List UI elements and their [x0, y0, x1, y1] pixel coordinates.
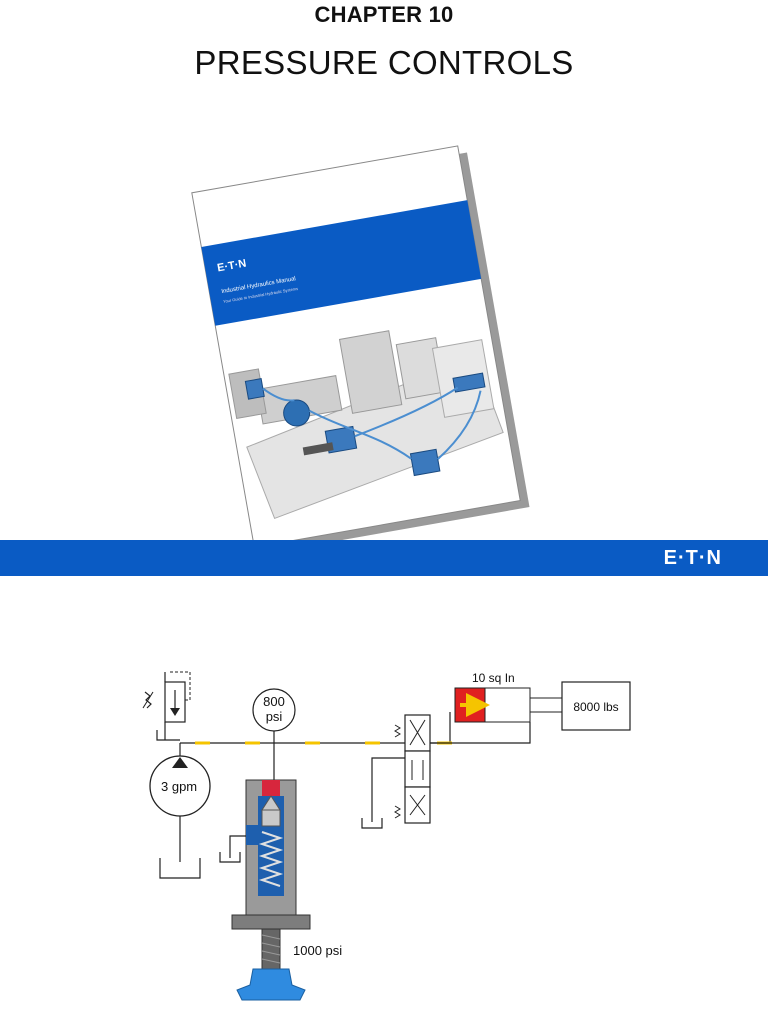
- pump-symbol: 3 gpm: [149, 755, 211, 879]
- load-block: 8000 lbs: [561, 681, 631, 731]
- directional-valve-symbol: [361, 714, 431, 829]
- book-logo: E·T·N: [216, 258, 247, 275]
- hydraulic-circuit-diagram: 3 gpm 800 psi 1000: [142, 671, 631, 1001]
- eaton-logo: E·T·N: [663, 547, 722, 569]
- adjustment-knob: [236, 968, 306, 1001]
- gauge-value: 800: [263, 694, 285, 709]
- relief-setting-label: 1000 psi: [293, 943, 342, 958]
- cylinder-area-label: 10 sq In: [472, 671, 515, 685]
- pressure-chamber: [262, 780, 280, 796]
- relief-valve-symbol: [142, 671, 191, 741]
- manual-cover-image: E·T·N Industrial Hydraulics Manual Your …: [191, 145, 530, 554]
- hydraulic-cylinder: 10 sq In: [430, 671, 563, 744]
- pump-flow-label: 3 gpm: [161, 779, 197, 794]
- chapter-number: CHAPTER 10: [314, 2, 454, 27]
- spring: [258, 831, 284, 887]
- pressure-gauge: 800 psi: [252, 688, 296, 743]
- book-banner: [201, 200, 482, 326]
- blue-band: E·T·N: [0, 540, 768, 576]
- relief-valve-cutaway: 1000 psi: [219, 743, 342, 1001]
- chapter-title: PRESSURE CONTROLS: [194, 44, 574, 81]
- gauge-unit: psi: [266, 709, 283, 724]
- machine-illustration: [228, 330, 504, 520]
- load-label: 8000 lbs: [573, 700, 618, 714]
